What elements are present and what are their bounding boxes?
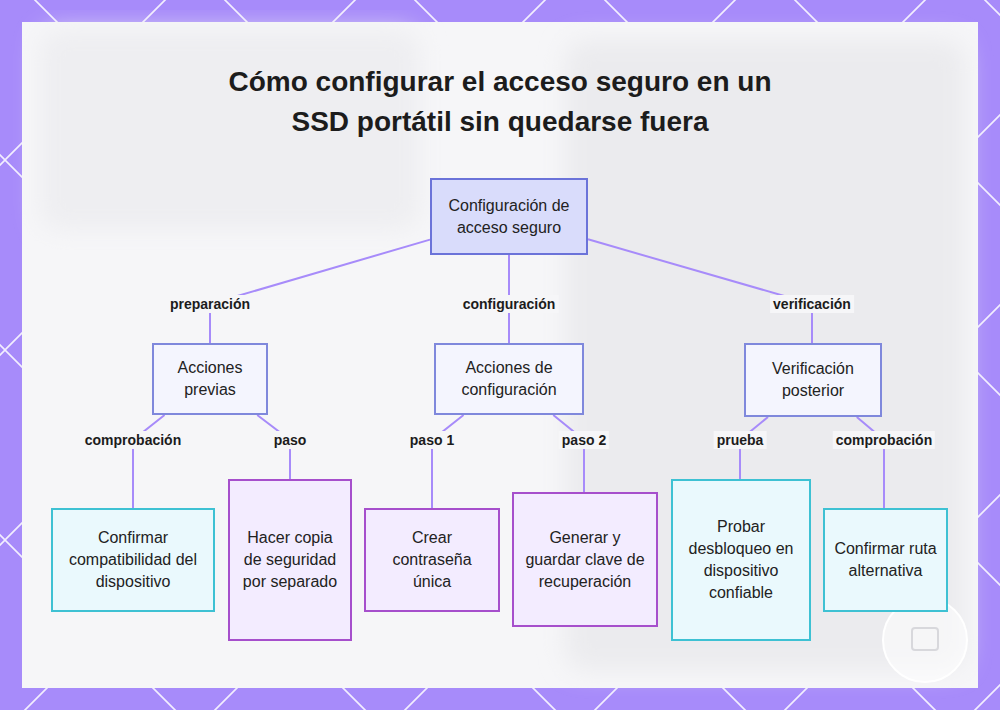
node-label: Verificación posterior xyxy=(754,358,872,402)
diagram-title: Cómo configurar el acceso seguro en un S… xyxy=(215,62,785,142)
node-label: Crear contraseña única xyxy=(374,527,490,593)
process-box: Generar y guardar clave de recuperación xyxy=(512,492,658,627)
connector xyxy=(210,240,430,343)
edge-label: comprobación xyxy=(833,431,935,449)
connector xyxy=(133,415,165,508)
node-label: Confirmar ruta alternativa xyxy=(833,538,938,582)
node-label: Acciones previas xyxy=(162,357,258,401)
process-box: Hacer copia de seguridad por separado xyxy=(228,479,352,641)
process-box: Acciones de configuración xyxy=(434,343,584,415)
edge-label: prueba xyxy=(714,431,767,449)
node-label: Hacer copia de seguridad por separado xyxy=(238,527,342,593)
process-box: Configuración de acceso seguro xyxy=(430,178,588,255)
node-label: Probar desbloqueo en dispositivo confiab… xyxy=(681,516,801,604)
edge-label: paso xyxy=(271,431,310,449)
logo-icon xyxy=(912,628,938,650)
process-box: Probar desbloqueo en dispositivo confiab… xyxy=(671,479,811,641)
edge-label: comprobación xyxy=(82,431,184,449)
process-box: Verificación posterior xyxy=(744,343,882,417)
edge-label: verificación xyxy=(770,295,854,313)
node-label: Confirmar compatibilidad del dispositivo xyxy=(61,527,205,593)
process-box: Crear contraseña única xyxy=(364,508,500,612)
process-box: Acciones previas xyxy=(152,343,268,415)
panel xyxy=(22,22,978,688)
edge-label: paso 2 xyxy=(559,431,609,449)
connector xyxy=(588,239,812,343)
edge-label: paso 1 xyxy=(407,431,457,449)
process-box: Confirmar ruta alternativa xyxy=(823,508,948,612)
connector xyxy=(553,415,584,492)
process-box: Confirmar compatibilidad del dispositivo xyxy=(51,508,215,612)
node-label: Generar y guardar clave de recuperación xyxy=(522,527,648,593)
edge-label: configuración xyxy=(460,295,559,313)
connector xyxy=(432,415,464,508)
edge-label: preparación xyxy=(167,295,253,313)
node-label: Configuración de acceso seguro xyxy=(440,195,578,239)
node-label: Acciones de configuración xyxy=(444,357,574,401)
